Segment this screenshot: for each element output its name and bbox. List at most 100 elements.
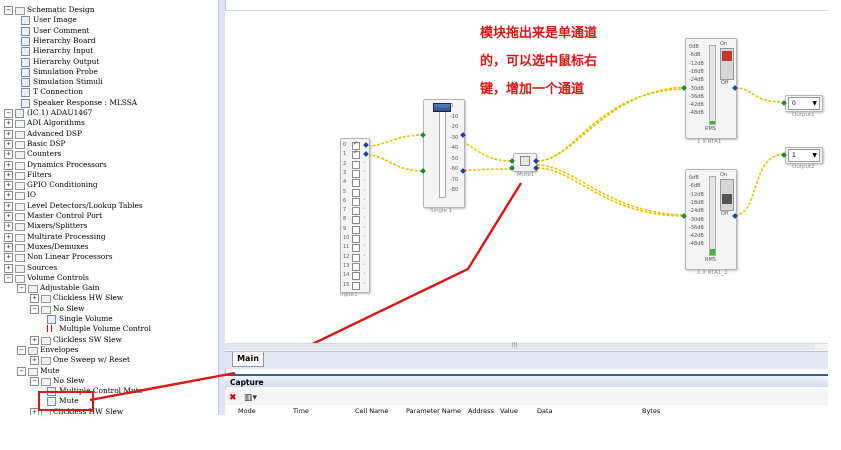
folder-icon [15, 223, 25, 232]
folder-icon [15, 213, 25, 221]
input-out-pin[interactable]: • [363, 280, 366, 287]
capture-column-3[interactable]: Parameter Name [406, 407, 462, 415]
rta-footer: RMS [705, 126, 716, 132]
capture-column-2[interactable]: Cell Name [355, 407, 389, 415]
input-channel-number: 9 [343, 225, 347, 232]
rta-switch-handle[interactable] [722, 194, 732, 204]
capture-column-0[interactable]: Mode [238, 407, 256, 415]
volume-scale-tick: -40 [450, 145, 459, 151]
input-channel-checkbox[interactable] [352, 235, 360, 243]
input-out-pin[interactable]: • [363, 159, 366, 166]
input-out-pin[interactable]: • [363, 261, 366, 268]
output-channel-select[interactable]: 0▼ [788, 97, 820, 110]
collapse-icon[interactable]: − [17, 345, 26, 355]
tree-item-label: IO [27, 190, 36, 200]
input-channel-checkbox[interactable] [352, 188, 360, 197]
input-channel-checkbox[interactable] [352, 244, 360, 253]
volume-slider-handle[interactable] [433, 103, 451, 112]
expand-icon[interactable]: + [4, 212, 13, 221]
input-channel-checkbox[interactable] [352, 160, 360, 169]
canvas-hscroll-thumb[interactable] [225, 344, 815, 350]
expand-icon[interactable]: + [30, 356, 39, 366]
input-channel-checkbox[interactable] [352, 253, 360, 262]
input-out-pin[interactable]: • [363, 206, 366, 213]
expand-icon[interactable]: + [4, 150, 13, 160]
input-channel-checkbox[interactable] [352, 179, 360, 188]
rta-on-off-switch[interactable] [720, 179, 734, 211]
collapse-icon[interactable]: − [4, 109, 13, 118]
collapse-icon[interactable]: − [4, 6, 13, 15]
collapse-icon[interactable]: − [30, 376, 39, 386]
input-channel-checkbox[interactable] [352, 207, 360, 216]
tree-item-label: Single Volume [59, 314, 113, 323]
collapse-icon[interactable]: − [17, 284, 26, 294]
capture-column-6[interactable]: Data [537, 407, 553, 415]
input-channel-checkbox[interactable] [352, 216, 360, 225]
input-channel-checkbox[interactable] [352, 272, 360, 281]
input-channel-number: 14 [343, 272, 350, 279]
collapse-icon[interactable]: − [17, 366, 26, 376]
collapse-icon[interactable]: − [4, 273, 13, 283]
input-out-pin[interactable]: • [363, 168, 366, 175]
rta-on-label: On [720, 172, 728, 178]
columns-icon[interactable]: ▥▾ [244, 393, 258, 403]
input-out-pin[interactable]: • [363, 215, 366, 222]
expand-icon[interactable]: + [4, 170, 13, 180]
input-out-pin[interactable]: • [363, 271, 366, 278]
tree-item-label: One Sweep w/ Reset [53, 355, 130, 365]
expand-icon[interactable]: + [4, 232, 13, 242]
input-channel-checkbox[interactable] [352, 262, 360, 271]
mute-toggle[interactable] [520, 156, 530, 166]
capture-column-7[interactable]: Bytes [642, 407, 661, 415]
annotation-line-2: 的，可以选中鼠标右 [480, 54, 598, 69]
output-block-label: Output2 [792, 164, 815, 170]
capture-column-4[interactable]: Address [468, 407, 494, 415]
expand-icon[interactable]: + [4, 191, 13, 201]
folder-icon [15, 161, 25, 170]
input-out-pin[interactable]: • [363, 196, 366, 203]
input-out-pin[interactable]: • [363, 224, 366, 231]
clear-capture-icon[interactable]: ✖ [229, 393, 237, 403]
output-channel-select[interactable]: 1▼ [788, 149, 820, 162]
schematic-canvas[interactable]: 012•3•4•5•6•7•8•9•10•11•12•13•14•15• Inp… [225, 10, 828, 344]
input-out-pin[interactable]: • [363, 243, 366, 250]
input-channel-number: 3 [343, 169, 347, 176]
tree-item-label: No Slew [53, 303, 85, 313]
expand-icon[interactable]: + [4, 253, 13, 263]
expand-icon[interactable]: + [30, 407, 39, 415]
input-out-pin[interactable]: • [363, 178, 366, 185]
rta-scale-tick: -48dB [689, 241, 704, 248]
expand-icon[interactable]: + [4, 119, 13, 129]
stimuli-icon [21, 78, 30, 88]
input-out-pin[interactable]: • [363, 234, 366, 240]
expand-icon[interactable]: + [4, 242, 13, 252]
rta-on-off-switch[interactable] [720, 48, 734, 80]
input-channel-number: 4 [343, 179, 347, 186]
collapse-icon[interactable]: − [30, 304, 39, 314]
input-out-pin[interactable]: • [363, 252, 366, 259]
input-out-pin[interactable]: • [363, 187, 366, 194]
rta-switch-handle[interactable] [722, 51, 732, 61]
expand-icon[interactable]: + [4, 129, 13, 139]
capture-column-1[interactable]: Time [293, 407, 309, 415]
chevron-down-icon: ▼ [812, 152, 817, 159]
expand-icon[interactable]: + [4, 201, 13, 211]
output-icon [21, 57, 30, 67]
input-channel-checkbox[interactable] [352, 169, 360, 178]
input-channel-checkbox[interactable] [352, 281, 360, 290]
expand-icon[interactable]: + [4, 263, 13, 273]
board-icon [21, 36, 30, 46]
expand-icon[interactable]: + [4, 181, 13, 191]
rta-scale-tick: -24dB [689, 208, 704, 215]
input-channel-checkbox[interactable] [352, 197, 360, 206]
volume-scale-tick: -70 [450, 176, 459, 183]
capture-column-5[interactable]: Value [500, 407, 518, 415]
expand-icon[interactable]: + [30, 335, 39, 345]
expand-icon[interactable]: + [4, 139, 13, 149]
input-channel-checkbox[interactable] [352, 225, 360, 234]
expand-icon[interactable]: + [4, 222, 13, 232]
tab-main[interactable]: Main [232, 352, 264, 367]
expand-icon[interactable]: + [4, 160, 13, 170]
expand-icon[interactable]: + [30, 294, 39, 304]
input-channel-checkbox[interactable] [352, 149, 360, 160]
